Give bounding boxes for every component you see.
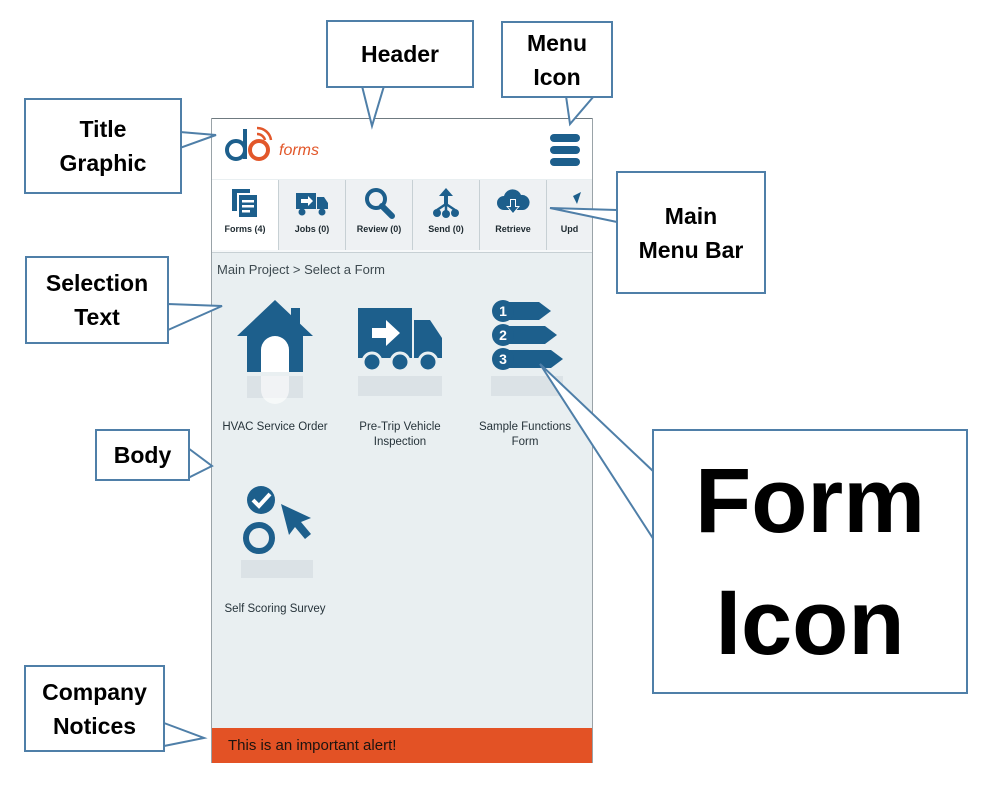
callout-label: Selection Text — [45, 270, 149, 330]
tab-forms[interactable]: Forms (4) — [212, 180, 279, 250]
callout-label: Company Notices — [42, 678, 147, 739]
numbered-list-icon: 1 2 3 — [491, 300, 563, 396]
callout-menu-icon: Menu Icon — [501, 21, 613, 98]
update-icon — [572, 192, 581, 204]
tab-label: Upd — [560, 224, 579, 234]
form-hvac-service-order[interactable]: HVAC Service Order — [215, 296, 335, 435]
breadcrumb: Main Project > Select a Form — [217, 262, 385, 277]
form-label: Pre-Trip Vehicle Inspection — [359, 421, 441, 448]
form-label: Self Scoring Survey — [224, 603, 326, 615]
callout-body: Body — [95, 429, 190, 481]
magnifier-icon — [365, 188, 395, 219]
company-notice-alert: This is an important alert! — [212, 728, 592, 763]
survey-icon — [241, 486, 313, 578]
tab-label: Retrieve — [495, 224, 531, 234]
app-screen: forms Forms (4) — [211, 118, 593, 763]
callout-label: Title Graphic — [59, 116, 147, 176]
doforms-logo: forms — [222, 124, 319, 169]
callout-label: Main Menu Bar — [638, 202, 744, 263]
svg-text:1: 1 — [499, 303, 507, 319]
tab-send[interactable]: Send (0) — [413, 180, 480, 250]
svg-text:2: 2 — [499, 327, 507, 343]
callout-header: Header — [326, 20, 474, 88]
tab-label: Forms (4) — [224, 224, 266, 234]
main-menu-bar: Forms (4) Jobs (0) Review (0) — [212, 180, 592, 253]
callout-selection-text: Selection Text — [25, 256, 169, 344]
callout-label: Form Icon — [695, 449, 925, 674]
house-icon — [237, 300, 313, 404]
send-icon — [433, 188, 459, 218]
tab-jobs[interactable]: Jobs (0) — [279, 180, 346, 250]
callout-title-graphic: Title Graphic — [24, 98, 182, 194]
callout-label: Body — [113, 442, 172, 468]
callout-company-notices: Company Notices — [24, 665, 165, 752]
callout-main-menu-bar: Main Menu Bar — [616, 171, 766, 294]
form-label: HVAC Service Order — [222, 421, 328, 433]
cloud-download-icon — [497, 189, 530, 214]
form-label: Sample Functions Form — [478, 421, 572, 448]
callout-label: Menu Icon — [526, 29, 588, 90]
hamburger-menu-icon[interactable] — [549, 133, 581, 167]
logo-wordmark: forms — [279, 142, 319, 159]
form-self-scoring-survey[interactable]: Self Scoring Survey — [215, 478, 335, 617]
app-header: forms — [212, 118, 592, 179]
tab-review[interactable]: Review (0) — [346, 180, 413, 250]
tab-label: Send (0) — [428, 224, 464, 234]
form-sample-functions-form[interactable]: 1 2 3 Sample Functions Form — [465, 296, 585, 450]
tab-label: Jobs (0) — [294, 224, 330, 234]
alert-text: This is an important alert! — [228, 737, 397, 754]
svg-text:3: 3 — [499, 351, 507, 367]
callout-label: Header — [361, 41, 439, 67]
form-pre-trip-vehicle-inspection[interactable]: Pre-Trip Vehicle Inspection — [340, 296, 460, 450]
callout-form-icon: Form Icon — [652, 429, 968, 694]
tab-label: Review (0) — [356, 224, 402, 234]
truck-icon — [296, 193, 328, 216]
tab-retrieve[interactable]: Retrieve — [480, 180, 547, 250]
truck-icon — [358, 308, 442, 396]
tab-update[interactable]: Upd — [547, 180, 592, 250]
forms-icon — [232, 189, 259, 219]
